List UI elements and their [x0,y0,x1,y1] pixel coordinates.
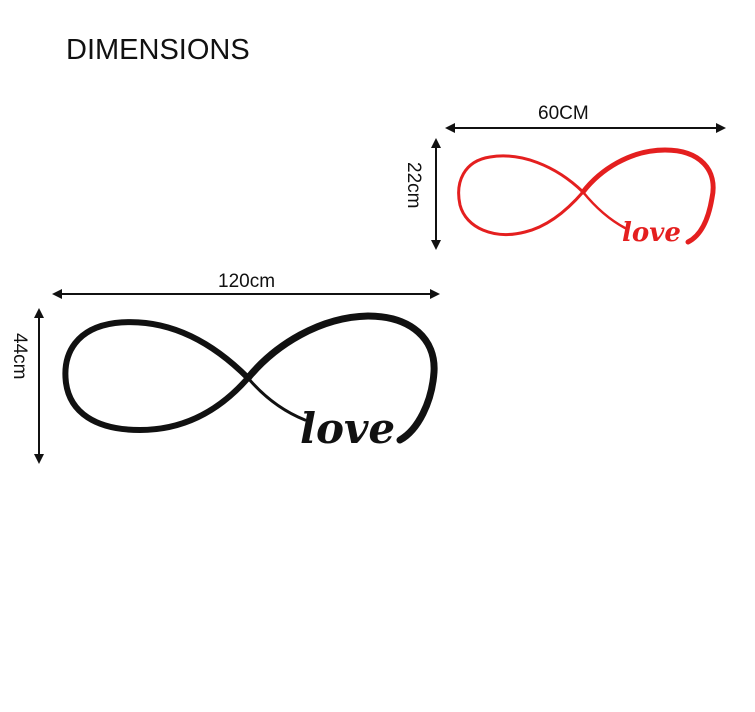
large-infinity-symbol [62,312,438,444]
small-love-word: love [622,218,681,248]
small-infinity-symbol [457,147,716,245]
page-title: DIMENSIONS [66,34,250,66]
small-width-label: 60CM [538,103,589,124]
large-width-label: 120cm [218,271,276,292]
large-love-word: love [300,404,395,453]
